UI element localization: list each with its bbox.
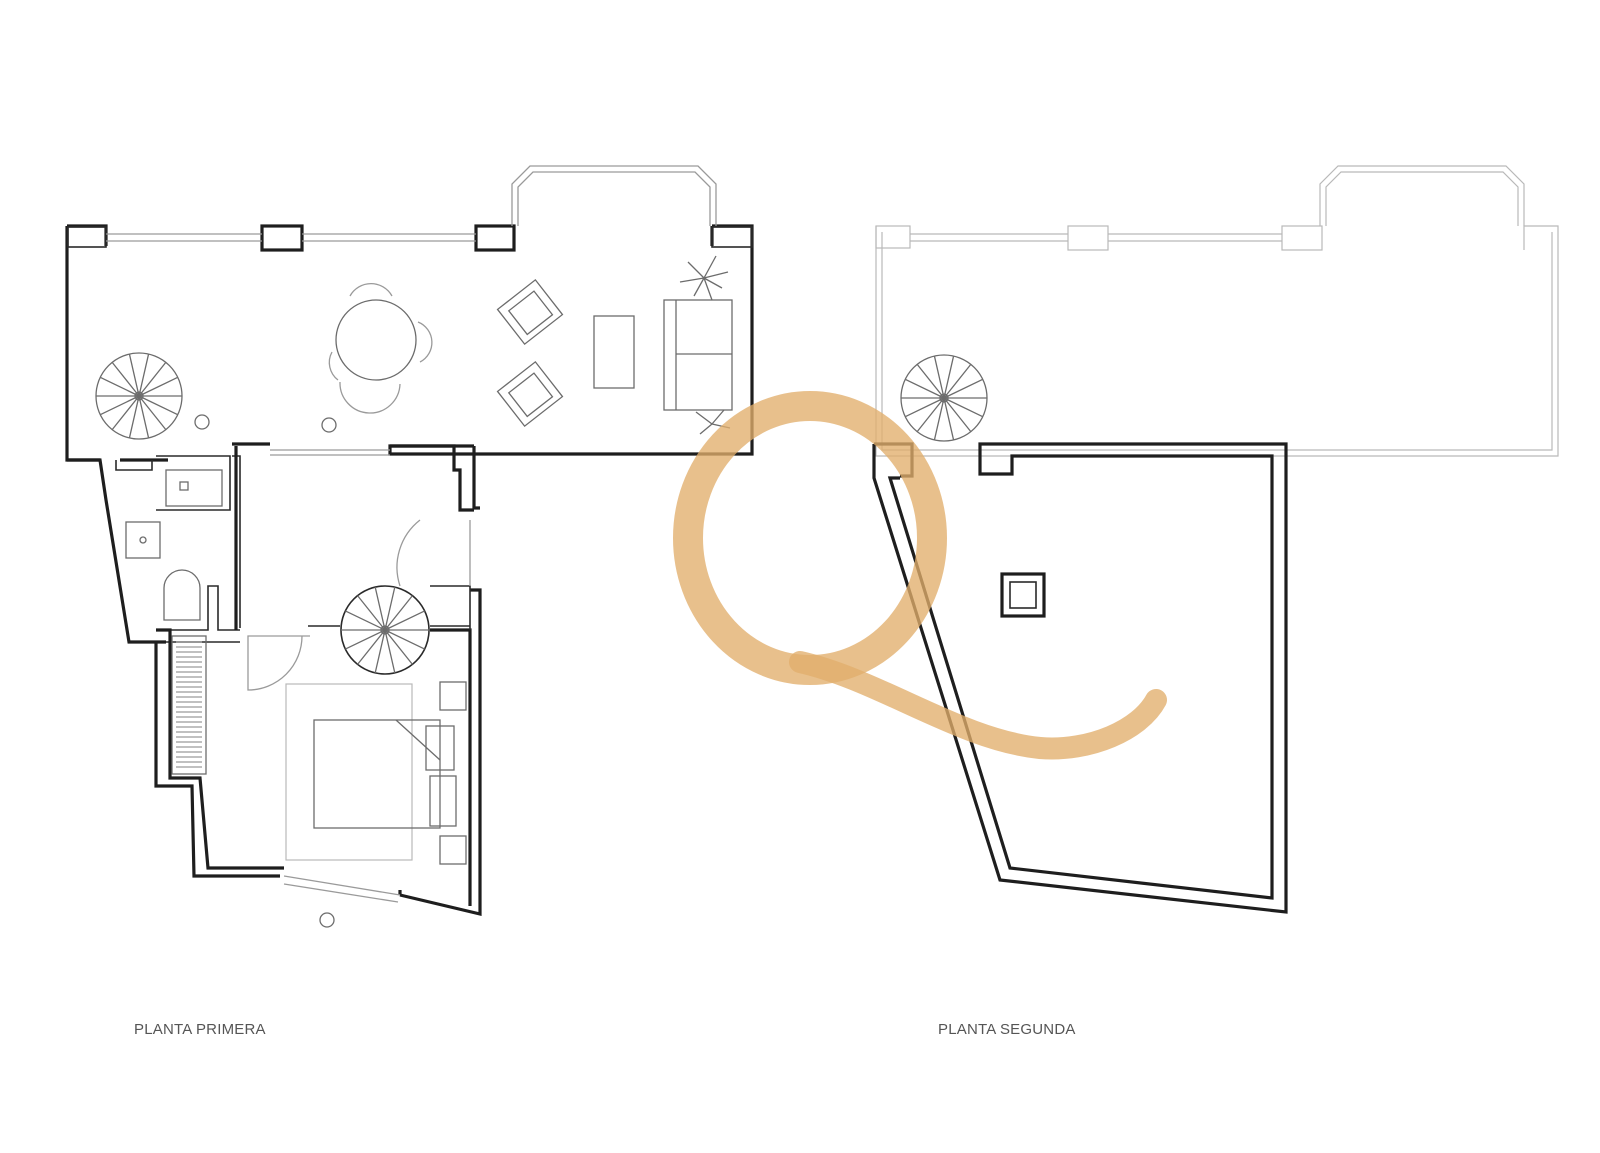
plant-icon — [679, 255, 729, 301]
stair-step-line — [128, 353, 140, 397]
stair-step-line — [384, 629, 396, 674]
armchair-1 — [496, 278, 564, 346]
sofa — [663, 299, 733, 411]
stair-step-line — [357, 629, 386, 665]
roof-terrace-walls — [872, 442, 1288, 914]
stair-step-line — [943, 378, 984, 399]
stair-step-line — [111, 395, 140, 431]
plant-icon — [695, 409, 731, 435]
column-corner-right — [711, 226, 753, 248]
coffee-table — [593, 315, 635, 389]
stair-step-line — [384, 629, 413, 665]
ghost-column — [1067, 225, 1109, 251]
stair-step-line — [138, 353, 150, 397]
stair-step-line — [384, 586, 396, 631]
stair-step-line — [111, 361, 140, 397]
stair-step-line — [138, 376, 179, 397]
stair-step-line — [374, 586, 386, 631]
bay-balcony — [511, 165, 717, 226]
second-floor-label: PLANTA SEGUNDA — [938, 1021, 1076, 1038]
first-floor-plan — [65, 165, 754, 928]
hall-right-wall — [390, 444, 474, 512]
ghost-column — [875, 225, 911, 249]
bedroom-walls — [156, 628, 472, 906]
stair-step-line — [345, 610, 386, 631]
stair-step-line — [357, 595, 386, 631]
stair-step-line — [943, 397, 984, 418]
stair-step-line — [138, 361, 167, 397]
stair-step-line — [99, 395, 140, 416]
washbasin — [125, 521, 161, 559]
bedroom-window — [283, 875, 401, 896]
living-room-walls — [65, 224, 754, 462]
ventilation-marker — [194, 414, 337, 928]
column-1 — [260, 224, 304, 252]
bedroom-door-swing — [247, 635, 310, 691]
spiral-stair-upper — [900, 354, 988, 442]
stair-step-line — [138, 395, 167, 431]
toilet — [163, 569, 201, 621]
bed — [285, 681, 467, 865]
wardrobe — [171, 635, 207, 775]
stair-step-line — [99, 376, 140, 397]
first-floor-label: PLANTA PRIMERA — [134, 1021, 266, 1038]
washbasin-drain — [139, 536, 147, 544]
stair-step-line — [138, 395, 179, 416]
ghost-column — [1281, 225, 1323, 251]
shower-tray — [165, 469, 223, 507]
spiral-stair-living — [95, 352, 183, 440]
armchair-2 — [496, 360, 564, 428]
second-floor-plan — [872, 165, 1559, 914]
column-corner-left — [67, 226, 107, 248]
bath-partition — [115, 455, 241, 643]
spiral-stair-bedroom — [340, 585, 430, 675]
lower-walls — [67, 442, 482, 917]
ghost-outline — [875, 225, 1559, 457]
column-2 — [474, 224, 516, 252]
stair-step-line — [384, 595, 413, 631]
skylight — [1000, 572, 1046, 618]
dining-table — [328, 283, 433, 414]
bedroom-stair-enclosure — [308, 585, 471, 630]
stair-step-line — [384, 610, 425, 631]
stair-step-line — [384, 629, 425, 650]
stair-step-line — [138, 395, 150, 439]
stair-step-line — [943, 397, 972, 433]
stair-step-line — [904, 397, 945, 418]
stair-step-line — [943, 363, 972, 399]
stair-step-line — [345, 629, 386, 650]
bedroom-window — [283, 883, 399, 903]
stair-step-line — [128, 395, 140, 439]
ghost-bay — [1319, 165, 1525, 226]
stair-step-line — [904, 378, 945, 399]
stair-step-line — [374, 629, 386, 674]
hall-door-swing — [396, 519, 471, 587]
shower-drain — [179, 481, 189, 491]
